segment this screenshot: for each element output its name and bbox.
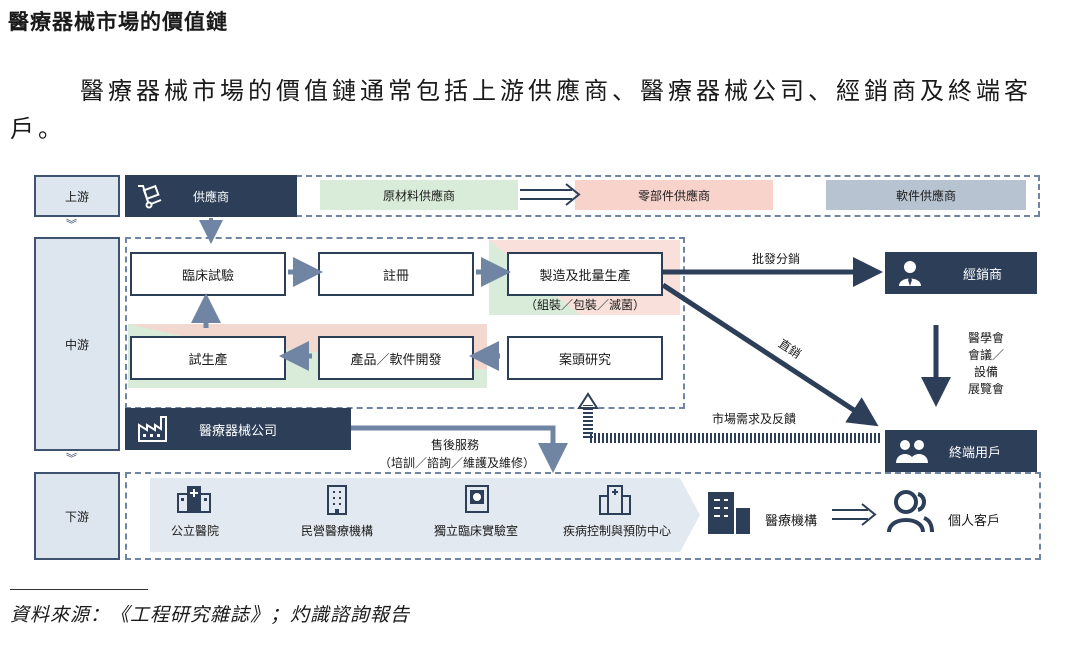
product-dev-box: 產品／軟件開發 [318,336,474,380]
lab-icon [463,484,491,518]
after-sales-label: 售後服務 [430,438,479,452]
hospital-icon [176,484,212,518]
midstream-dashed-frame [125,237,685,409]
supplier-label: 供應商 [193,189,230,204]
parts-label: 零部件供應商 [637,188,710,203]
stage-downstream: 下游 [34,472,120,560]
factory-icon [137,415,169,443]
private-hospital-label: 民營醫療機構 [300,524,373,538]
person-icon [897,259,923,287]
medical-institution-label: 醫療機構 [765,514,818,529]
wholesale-label: 批發分銷 [752,252,801,266]
independent-lab-label: 獨立臨床實驗室 [433,524,518,538]
manufacturing-box: 製造及批量生產 [507,252,663,296]
distributor-label: 經銷商 [963,267,1003,283]
cdc-label: 疾病控制與預防中心 [562,524,671,538]
building-icon [326,482,348,520]
raw-material-box: 原材料供應商 [320,180,518,210]
parts-box: 零部件供應商 [575,180,773,210]
stage-upstream: 上游 [34,175,120,217]
stage-midstream: 中游 [34,237,120,451]
distributor-box: 經銷商 [885,252,1037,294]
supplier-box: 供應商 [125,175,297,217]
footer-rule [10,589,148,590]
end-user-box: 終端用戶 [885,430,1037,472]
manufacturing-note: （組裝／包裝／滅菌） [524,298,645,312]
desk-research-box: 案頭研究 [507,336,663,380]
upstream-dashed-frame [296,175,1040,217]
company-box: 醫療器械公司 [125,408,351,450]
channels-label: 醫學會 會議／ 設備 展覽會 [967,331,1004,396]
raw-material-label: 原材料供應商 [382,188,455,203]
group-icon [895,438,929,464]
page-title: 醫療器械市場的價值鏈 [8,10,228,34]
institution-icon [706,490,752,540]
source-note: 資料來源：《工程研究雜誌》；灼識諮詢報告 [10,604,411,626]
intro-paragraph: 醫療器械市場的價值鏈通常包括上游供應商、醫療器械公司、經銷商及終端客戶。 [10,77,1032,143]
feedback-label: 市場需求及反饋 [712,412,797,426]
person-outline-icon [886,490,934,538]
software-box: 軟件供應商 [826,180,1026,210]
hand-truck-icon [135,182,163,210]
downstream-dashed-frame [125,472,1041,560]
company-label: 醫療器械公司 [199,423,278,439]
chevron-down-icon: ︾ [66,452,77,465]
public-hospital-label: 公立醫院 [170,524,219,538]
software-label: 軟件供應商 [895,188,956,203]
after-sales-note: （培訓／諮詢／維護及維修） [378,456,535,470]
end-user-label: 終端用戶 [949,445,1002,461]
government-building-icon [598,482,632,520]
individual-label: 個人客戶 [948,514,1001,529]
chevron-down-icon: ︾ [66,218,77,231]
